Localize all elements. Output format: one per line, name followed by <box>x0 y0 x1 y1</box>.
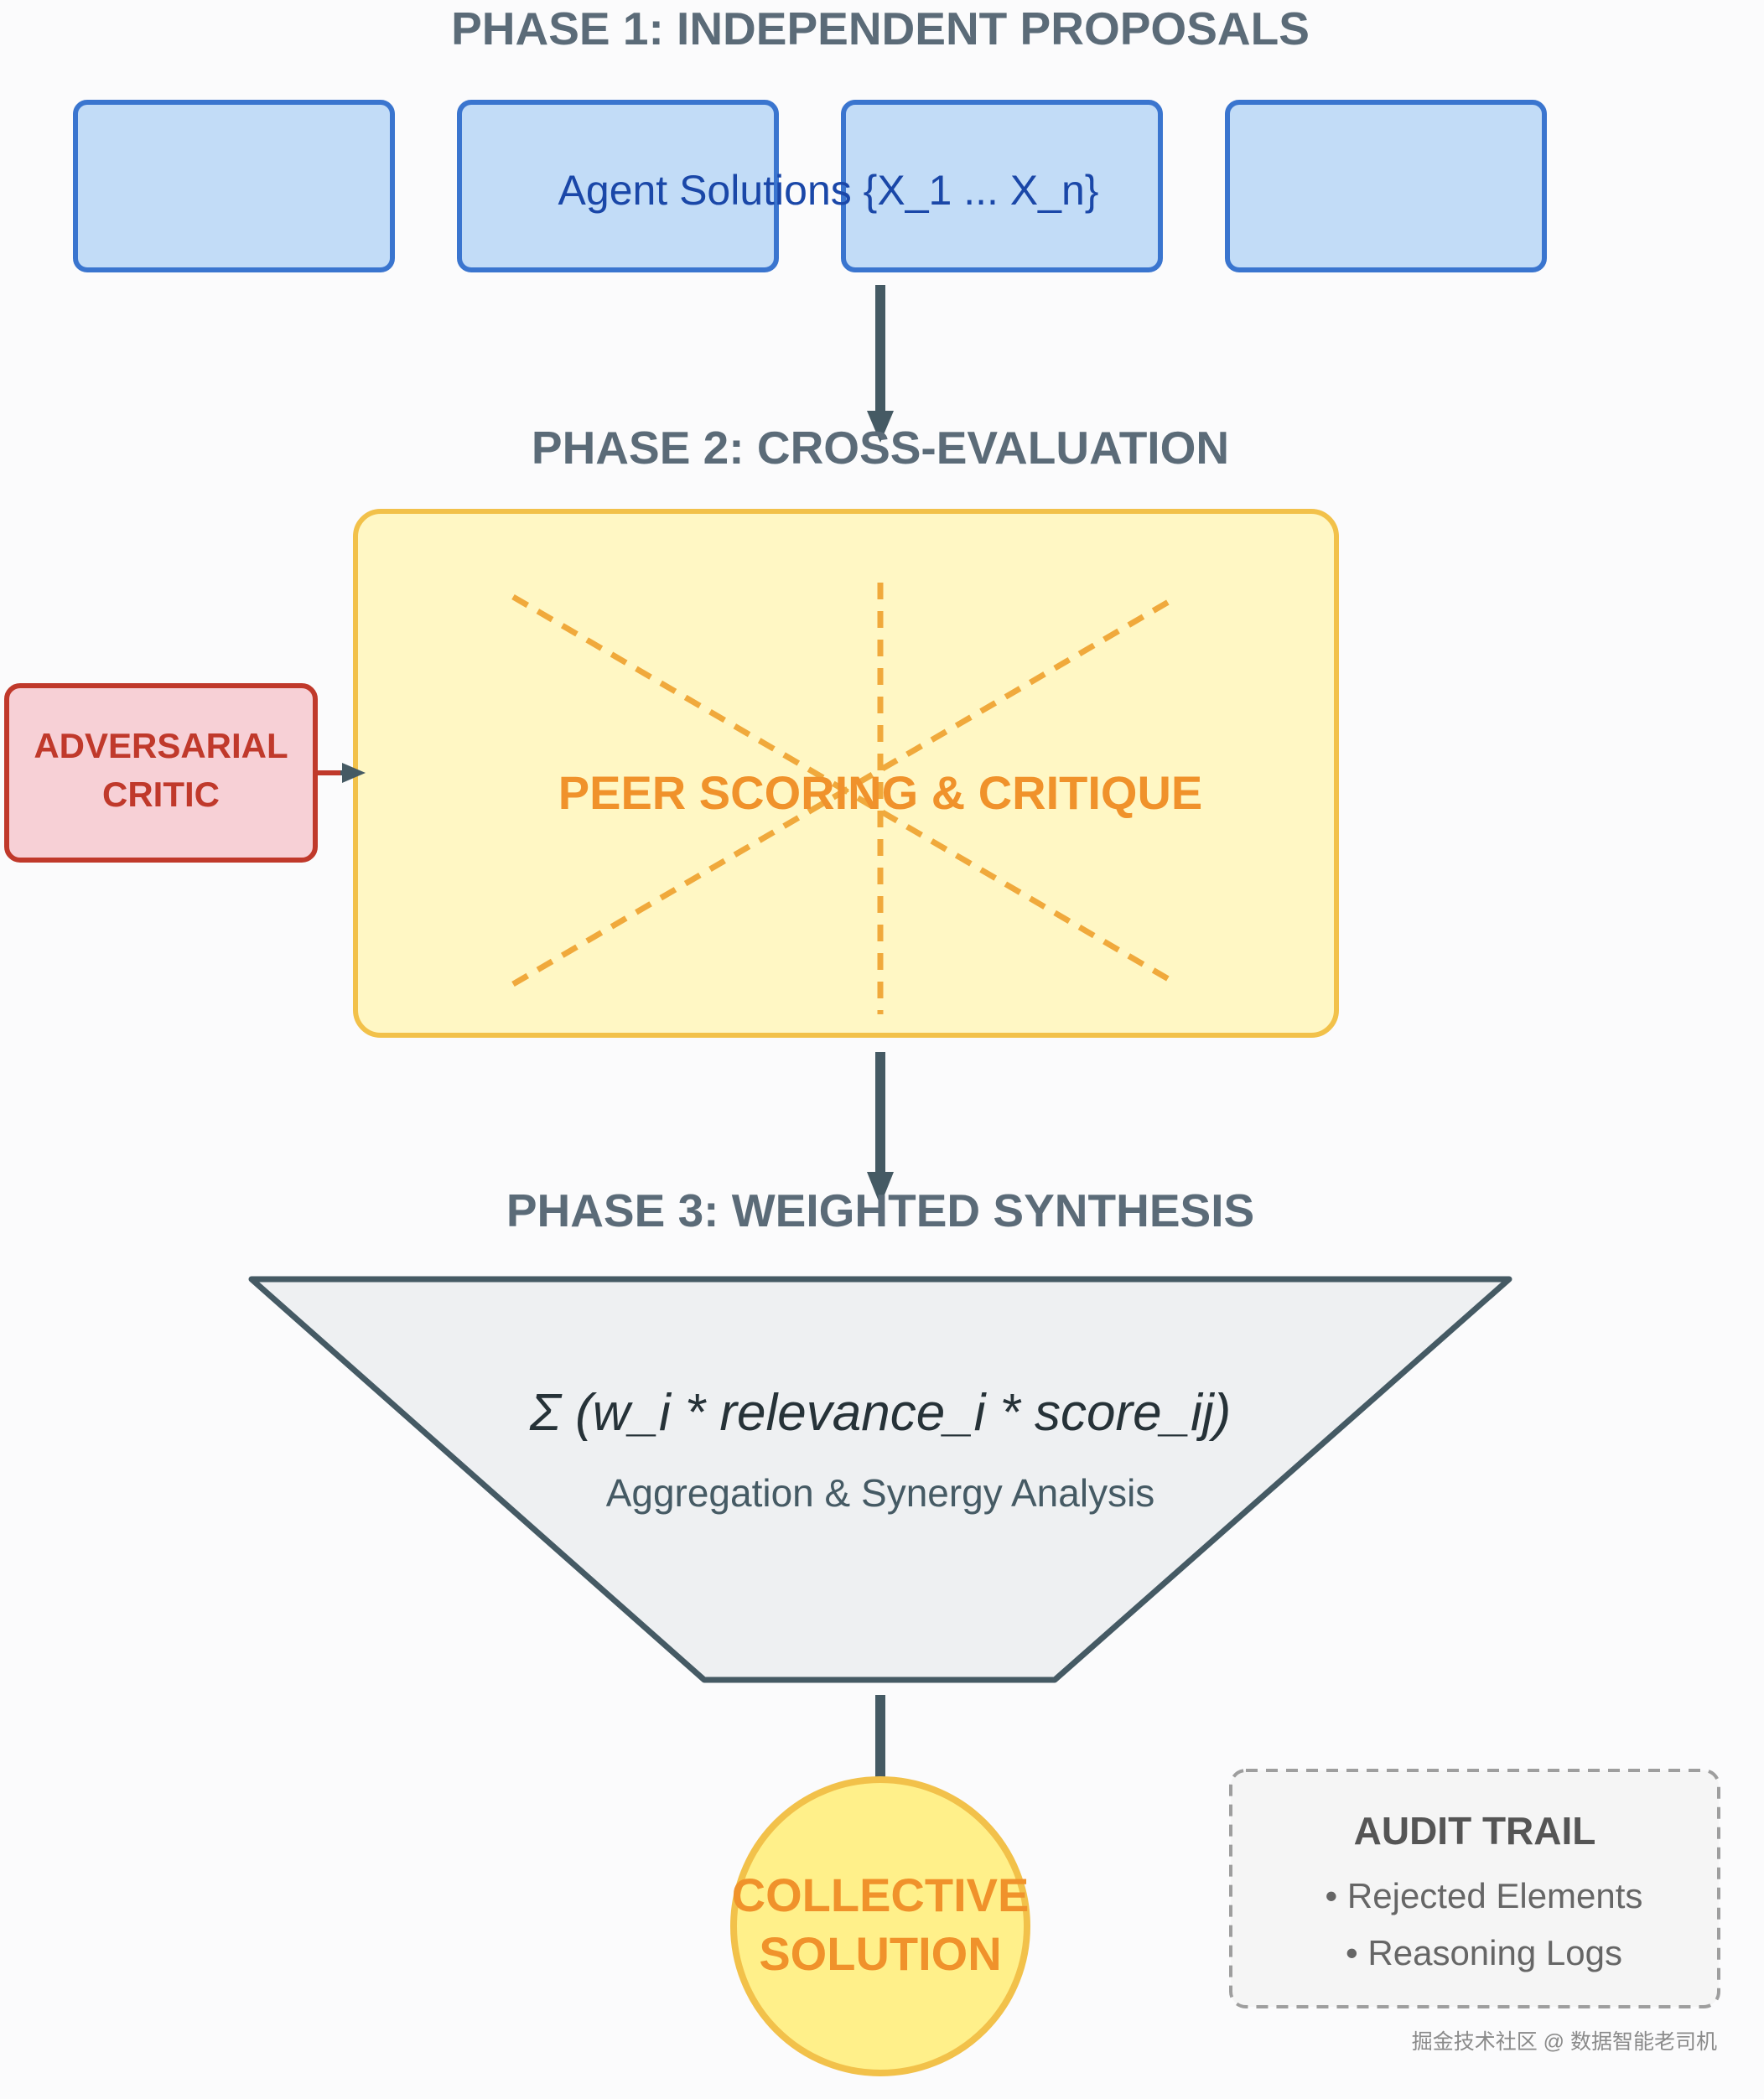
agent-solutions-label: Agent Solutions {X_1 ... X_n} <box>558 167 1099 214</box>
cross-line-diagonal-2 <box>511 593 1179 987</box>
phase3-title: PHASE 3: WEIGHTED SYNTHESIS <box>506 1184 1254 1236</box>
arrow-head-1 <box>867 411 894 443</box>
agent-box-4 <box>1225 100 1547 272</box>
collective-label-line1: COLLECTIVE <box>732 1868 1030 1921</box>
critic-arrow-head <box>342 763 366 783</box>
audit-trail-title: AUDIT TRAIL <box>1354 1809 1596 1853</box>
synthesis-formula: Σ (w_i * relevance_i * score_ij) <box>529 1384 1232 1442</box>
agent-box-1 <box>73 100 395 272</box>
synthesis-funnel <box>248 1276 1512 1683</box>
audit-item-rejected: • Rejected Elements <box>1326 1876 1643 1915</box>
agent-box-2 <box>457 100 779 272</box>
critic-label-line1: ADVERSARIAL <box>34 726 288 765</box>
audit-trail-box <box>1229 1769 1720 2008</box>
phase2-title: PHASE 2: CROSS-EVALUATION <box>532 422 1229 474</box>
peer-scoring-label: PEER SCORING & CRITIQUE <box>558 766 1203 819</box>
phase1-title: PHASE 1: INDEPENDENT PROPOSALS <box>451 3 1310 54</box>
agent-box-3 <box>841 100 1163 272</box>
watermark: 掘金技术社区 @ 数据智能老司机 <box>1412 2030 1717 2054</box>
critic-label-line2: CRITIC <box>102 775 220 814</box>
collective-label-line2: SOLUTION <box>759 1927 1001 1980</box>
arrow-head-2 <box>867 1172 894 1205</box>
collective-solution-circle <box>730 1776 1030 2076</box>
aggregation-label: Aggregation & Synergy Analysis <box>606 1471 1155 1515</box>
audit-item-reasoning: • Reasoning Logs <box>1346 1933 1622 1972</box>
adversarial-critic-box <box>4 683 318 863</box>
